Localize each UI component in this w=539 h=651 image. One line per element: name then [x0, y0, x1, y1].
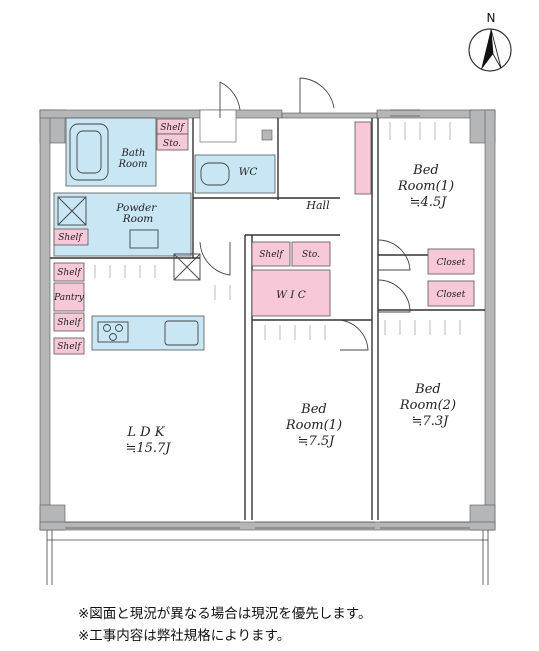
doors — [199, 77, 411, 351]
shelf-kitchen-2-label: Shelf — [57, 318, 82, 328]
floor-texture — [94, 122, 461, 340]
fridge-space-icon — [173, 253, 201, 281]
balcony — [46, 530, 489, 585]
wic-label: W I C — [276, 289, 306, 301]
note-line-1: ※図面と現況が異なる場合は現況を優先します。 — [78, 606, 372, 622]
storage-units — [53, 118, 475, 355]
fixtures — [57, 123, 230, 346]
washbasin-icon — [129, 229, 159, 249]
compass-north-label: N — [487, 11, 496, 25]
ldk-label: L D K ≒15.7J — [125, 425, 171, 456]
shelf-powder-label: Shelf — [58, 233, 83, 243]
shelf-hall-label: Shelf — [259, 250, 284, 260]
bath-room-label: Bath Room — [117, 148, 148, 170]
bed-room-1-mid-label: Bed Room(1) ≒7.5J — [285, 402, 346, 449]
walls — [39, 109, 496, 531]
note-line-2: ※工事内容は弊社規格によります。 — [78, 628, 291, 644]
sto-hall-label: Sto. — [302, 250, 320, 260]
hall-label: Hall — [305, 199, 330, 212]
shelf-kitchen-3-label: Shelf — [57, 342, 82, 352]
wet-areas — [53, 117, 276, 351]
shelf-bath-label: Shelf — [160, 123, 185, 133]
bed-room-2-label: Bed Room(2) ≒7.3J — [399, 382, 460, 429]
powder-room-label: Powder Room — [115, 202, 159, 225]
vent-icon — [57, 196, 87, 226]
bed-room-1-top-label: Bed Room(1) ≒4.5J — [397, 163, 458, 210]
shelf-kitchen-1-label: Shelf — [57, 268, 82, 278]
closet-2-label: Closet — [437, 290, 466, 300]
partitions — [50, 118, 485, 520]
toilet-icon — [200, 162, 230, 186]
stove-icon — [97, 321, 129, 343]
bathtub-icon — [69, 123, 109, 181]
pantry-label: Pantry — [53, 293, 85, 303]
closet-1-label: Closet — [437, 258, 466, 268]
wc-label: WC — [239, 166, 258, 178]
north-compass-icon: N — [468, 11, 512, 72]
sto-bath-label: Sto. — [163, 139, 181, 149]
windows — [65, 109, 470, 529]
sink-icon — [164, 320, 199, 346]
